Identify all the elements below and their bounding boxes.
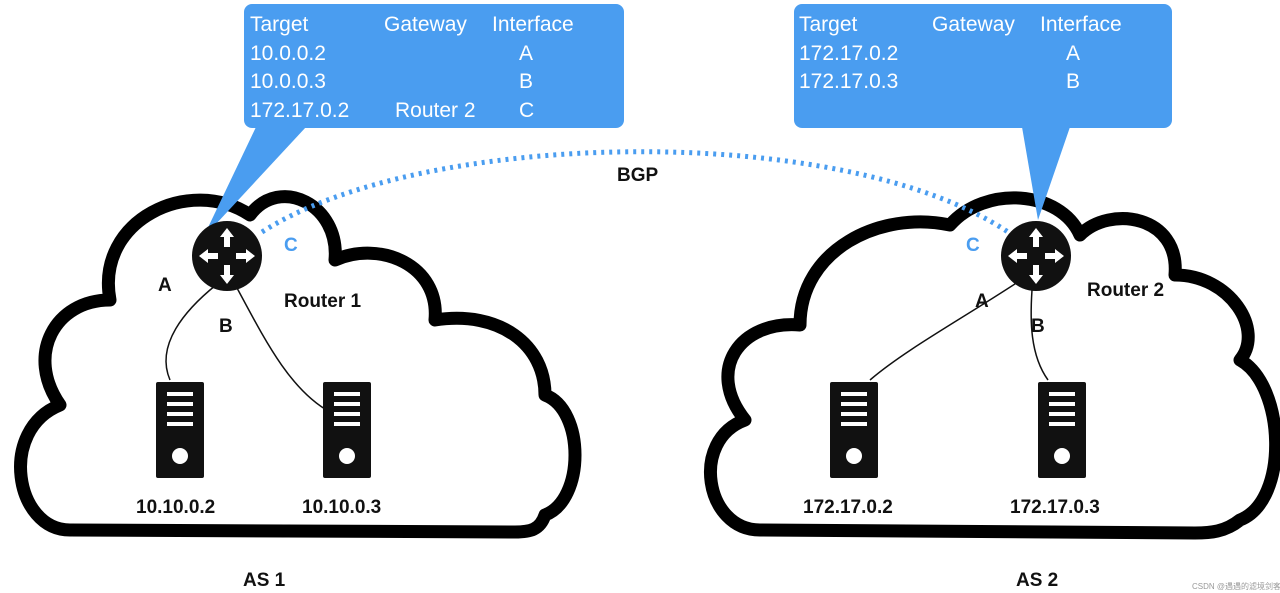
as2-row1-target: 172.17.0.2: [799, 42, 898, 65]
as1-row1-interface: A: [519, 42, 533, 65]
router-2-icon: [1001, 221, 1071, 291]
as2-row1-interface: A: [1066, 42, 1080, 65]
as1-server-2-icon: [323, 382, 371, 478]
as1-label: AS 1: [243, 570, 286, 591]
as1-iface-a-label: A: [158, 275, 172, 296]
as2-cloud: [704, 191, 1280, 540]
as1-iface-c-label: C: [284, 235, 298, 256]
as2-routing-table-callout: [794, 4, 1172, 220]
as2-row2-interface: B: [1066, 70, 1080, 93]
router-2-label: Router 2: [1087, 280, 1164, 301]
as1-link-a: [165, 284, 217, 381]
as2-row2-target: 172.17.0.3: [799, 70, 898, 93]
as2-link-b: [1030, 289, 1049, 381]
as1-link-b: [236, 287, 331, 413]
as1-iface-b-label: B: [219, 316, 233, 337]
as1-row3-gateway: Router 2: [395, 99, 476, 122]
router-1-icon: [192, 221, 262, 291]
as2-server-2-label: 172.17.0.3: [1010, 497, 1100, 518]
as2-link-a: [869, 281, 1019, 381]
as1-row3-interface: C: [519, 99, 534, 122]
as1-row2-interface: B: [519, 70, 533, 93]
as2-header-target: Target: [799, 13, 858, 36]
bgp-label: BGP: [617, 165, 659, 186]
as1-header-target: Target: [250, 13, 309, 36]
as1-row1-target: 10.0.0.2: [250, 42, 326, 65]
as1-row2-target: 10.0.0.3: [250, 70, 326, 93]
as1-server-1-label: 10.10.0.2: [136, 497, 215, 518]
as1-header-interface: Interface: [492, 13, 574, 36]
as2-server-1-icon: [830, 382, 878, 478]
as2-label: AS 2: [1016, 570, 1058, 591]
as2-iface-b-label: B: [1031, 316, 1045, 337]
as1-cloud: [14, 190, 582, 539]
as1-server-1-icon: [156, 382, 204, 478]
as2-header-interface: Interface: [1040, 13, 1122, 36]
as1-header-gateway: Gateway: [384, 13, 467, 36]
as1-server-2-label: 10.10.0.3: [302, 497, 381, 518]
as2-header-gateway: Gateway: [932, 13, 1015, 36]
watermark-text: CSDN @遇遇的滤境剑客: [1192, 581, 1280, 591]
as2-iface-a-label: A: [975, 291, 989, 312]
as2-iface-c-label: C: [966, 235, 980, 256]
router-1-label: Router 1: [284, 291, 362, 312]
as2-server-2-icon: [1038, 382, 1086, 478]
as1-row3-target: 172.17.0.2: [250, 99, 349, 122]
as1-routing-table-callout: [203, 4, 624, 238]
as2-server-1-label: 172.17.0.2: [803, 497, 893, 518]
